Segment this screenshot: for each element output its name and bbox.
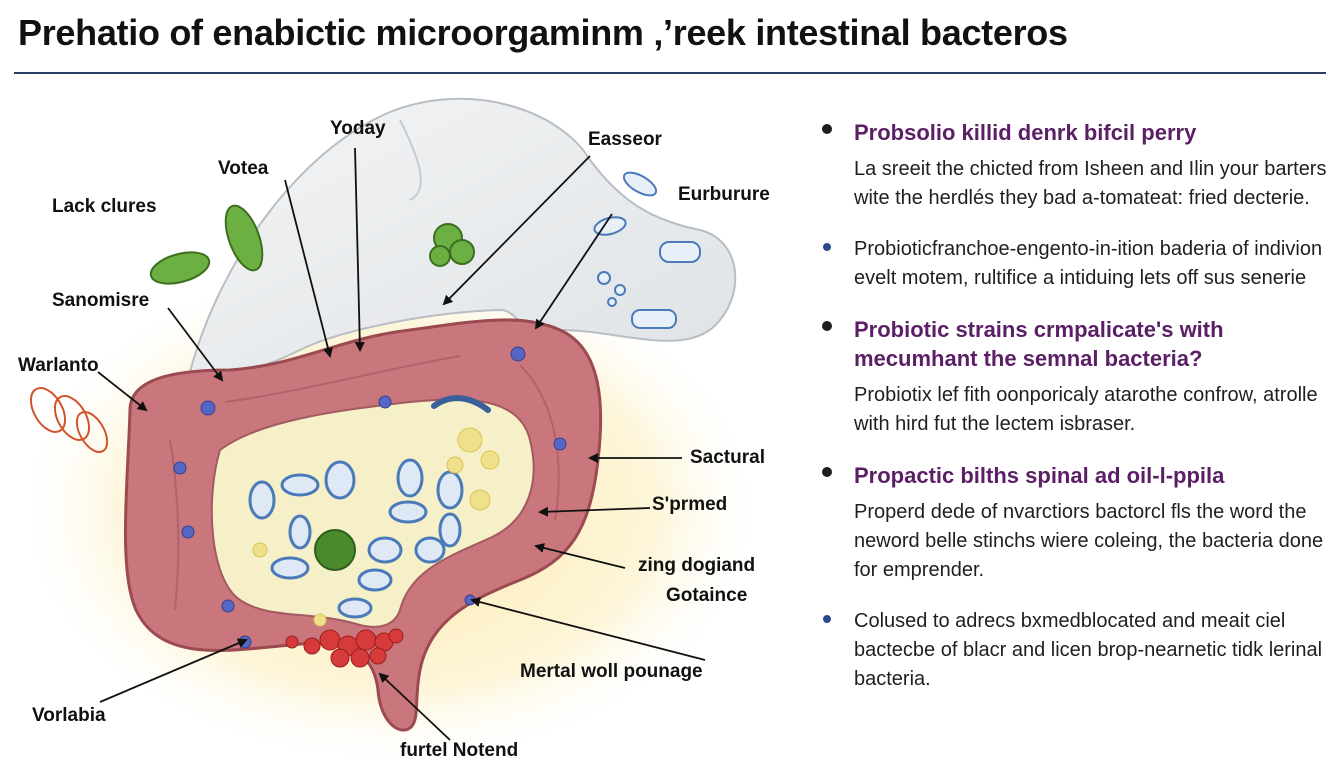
- label-zing-dogiand: zing dogiand: [638, 555, 756, 576]
- label-sprmed: S'prmed: [652, 494, 728, 515]
- entry-bacterium: [431, 395, 491, 413]
- info-text-5: Colused to adrecs bxmedblocated and meai…: [854, 610, 1323, 690]
- bullet-icon: [822, 467, 832, 477]
- intestine-diagram: Yoday Votea Lack clures Sanomisre Warlan…: [0, 80, 800, 770]
- stomach-bacteria: [593, 171, 701, 329]
- label-sactural: Sactural: [690, 447, 765, 468]
- label-mertal-woll-pounage: Mertal woll pounage: [520, 661, 703, 682]
- label-warlanto: Warlanto: [18, 355, 99, 376]
- lumen-yellow-spheres: [252, 427, 500, 627]
- red-net-bacterium: [29, 387, 109, 453]
- info-text-2: Probioticfranchoe-engento-in-ition bader…: [854, 238, 1323, 289]
- info-item-2: Probioticfranchoe-engento-in-ition bader…: [820, 235, 1330, 293]
- bullet-icon: [823, 615, 831, 623]
- label-lack-clures: Lack clures: [52, 196, 157, 217]
- info-text-4: Properd dede of nvarctiors bactorcl fls …: [854, 501, 1324, 581]
- info-item-4: Propactic bilths spinal ad oil-l-ppila P…: [820, 461, 1330, 585]
- lumen-bacteria-blue: [248, 458, 464, 619]
- bullet-icon: [823, 243, 831, 251]
- info-item-3: Probiotic strains crmpalicate's with mec…: [820, 315, 1330, 439]
- label-arrows: [97, 147, 706, 741]
- info-heading-1: Probsolio killid denrk bifcil perry: [854, 120, 1197, 145]
- label-vorlabia: Vorlabia: [32, 705, 106, 726]
- bullet-icon: [822, 321, 832, 331]
- info-heading-4: Propactic bilths spinal ad oil-l-ppila: [854, 463, 1225, 488]
- central-green-microbe: [314, 529, 356, 571]
- intestine-illustration: [10, 97, 770, 770]
- label-sanomisre: Sanomisre: [52, 290, 150, 311]
- label-easseor: Easseor: [588, 129, 662, 150]
- title-divider: [14, 72, 1326, 74]
- page-title: Prehatio of enabictic microorgaminm ‚’re…: [18, 12, 1068, 53]
- info-text-3: Probiotix lef fith oonporicaly atarothe …: [854, 384, 1318, 435]
- label-eurburure: Eurburure: [678, 184, 770, 205]
- label-furtel-notend: furtel Notend: [400, 740, 519, 761]
- label-yoday: Yoday: [330, 118, 386, 139]
- haustra-folds: [169, 355, 560, 611]
- red-cell-cluster: [285, 628, 404, 668]
- label-votea: Votea: [218, 158, 269, 179]
- green-bacteria-top-left: [149, 204, 475, 285]
- info-panel: Probsolio killid denrk bifcil perry La s…: [820, 118, 1330, 716]
- info-heading-3: Probiotic strains crmpalicate's with mec…: [854, 317, 1224, 371]
- info-item-1: Probsolio killid denrk bifcil perry La s…: [820, 118, 1330, 213]
- info-text-1: La sreeit the chicted from Isheen and Il…: [854, 158, 1327, 209]
- bullet-icon: [822, 124, 832, 134]
- info-item-5: Colused to adrecs bxmedblocated and meai…: [820, 607, 1330, 694]
- label-gotaince: Gotaince: [666, 585, 748, 606]
